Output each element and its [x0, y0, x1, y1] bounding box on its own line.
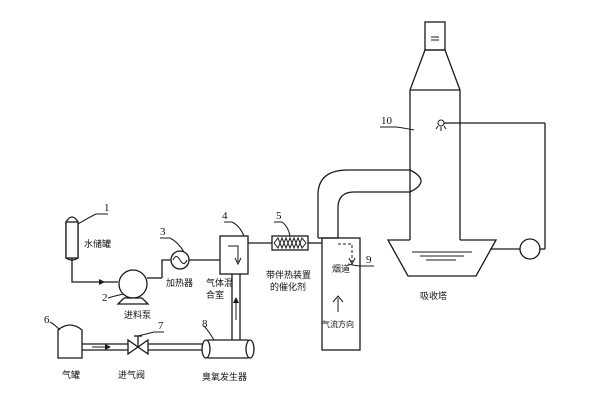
- water-tank: [65, 216, 79, 261]
- feed-pump: [116, 269, 162, 305]
- intake-valve-label: 进气阀: [118, 369, 145, 381]
- label-number-7: 7: [158, 320, 164, 332]
- heater-label: 加热器: [166, 277, 193, 289]
- gas-mixer-label-line2: 合室: [206, 289, 224, 301]
- flue-label: 烟道: [332, 263, 350, 275]
- gas-tank-label: 气罐: [62, 369, 80, 381]
- leader-lines: [49, 126, 415, 341]
- label-number-5: 5: [276, 210, 282, 222]
- water-tank-label: 水储罐: [84, 238, 111, 250]
- label-number-4: 4: [222, 210, 228, 222]
- flow-direction-label: 气流方向: [322, 319, 354, 329]
- label-number-3: 3: [160, 226, 166, 238]
- circulation-pump-icon: [519, 238, 541, 260]
- heater: [170, 250, 220, 270]
- label-number-6: 6: [44, 314, 50, 326]
- ozone-generator-label: 臭氧发生器: [202, 371, 247, 383]
- catalyst-unit: [248, 235, 322, 251]
- label-number-8: 8: [202, 318, 208, 330]
- gas-mixing-chamber: [219, 235, 249, 275]
- flue-duct: [317, 169, 422, 351]
- ozone-generator: [201, 339, 255, 359]
- recirculation-loop: [444, 122, 546, 260]
- absorber-tower: [386, 21, 498, 277]
- label-number-9: 9: [366, 254, 372, 266]
- catalyst-label-line2: 的催化剂: [270, 281, 306, 293]
- intake-valve: [127, 335, 149, 356]
- catalyst-label-line1: 带伴热装置: [266, 269, 311, 281]
- label-number-2: 2: [102, 292, 108, 304]
- gas-mixer-label-line1: 气体混: [206, 277, 233, 289]
- label-number-10: 10: [381, 115, 393, 127]
- label-number-1: 1: [104, 202, 110, 214]
- gas-tank: [57, 324, 83, 359]
- absorber-label: 吸收塔: [420, 290, 447, 302]
- feed-pump-label: 进料泵: [124, 309, 151, 321]
